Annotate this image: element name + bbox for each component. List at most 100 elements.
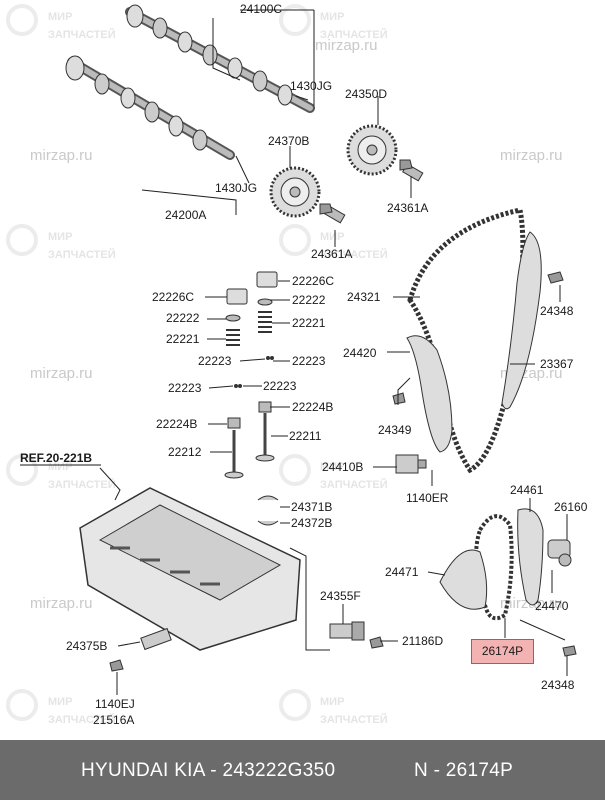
label-23367: 23367 [540, 357, 574, 371]
svg-text:ЗАПЧАСТЕЙ: ЗАПЧАСТЕЙ [48, 28, 116, 41]
label-24355F: 24355F [320, 589, 361, 603]
watermark-logo-6: МИР ЗАПЧАСТЕЙ [279, 454, 388, 491]
bolt-24361A-lower [319, 203, 346, 224]
label-24361A-a: 24361A [387, 201, 428, 215]
label-1430JG-a: 1430JG [290, 79, 332, 93]
cylinder-head [79, 487, 301, 651]
watermark-logo-8: МИР ЗАПЧАСТЕЙ [279, 689, 388, 726]
footer-brand-part-number: HYUNDAI KIA - 243222G350 [81, 760, 336, 781]
svg-text:ЗАПЧАСТЕЙ: ЗАПЧАСТЕЙ [320, 713, 388, 726]
footer-bar: HYUNDAI KIA - 243222G350 N - 26174P [0, 740, 605, 800]
label-1430JG-b: 1430JG [215, 181, 257, 195]
svg-text:ЗАПЧАСТЕЙ: ЗАПЧАСТЕЙ [48, 478, 116, 491]
tappet-left [226, 288, 248, 305]
label-24471: 24471 [385, 565, 419, 579]
label-22222-a: 22222 [166, 311, 200, 325]
svg-text:ЗАПЧАСТЕЙ: ЗАПЧАСТЕЙ [320, 478, 388, 491]
label-22226C-a: 22226C [152, 290, 194, 304]
label-24370B: 24370B [268, 134, 309, 148]
svg-text:МИР: МИР [48, 11, 72, 23]
svg-text:МИР: МИР [48, 696, 72, 708]
sensor-24375B [140, 627, 172, 651]
watermark-url-1: mirzap.ru [315, 37, 378, 54]
watermark-logo-7: МИР ЗАПЧАСТЕЙ [6, 689, 116, 726]
retainer-left [225, 314, 241, 322]
watermark-url-3: mirzap.ru [500, 147, 563, 164]
watermark-logo-2: МИР ЗАПЧАСТЕЙ [279, 4, 388, 41]
part-labels: 24100C 1430JG 24350D 24370B 1430JG 24361… [20, 2, 588, 727]
label-24348-a: 24348 [540, 304, 574, 318]
watermark-group: МИР ЗАПЧАСТЕЙ МИР ЗАПЧАСТЕЙ МИР ЗАПЧАСТЕ… [6, 4, 563, 726]
footer-item-number: N - 26174P [414, 760, 514, 781]
svg-text:МИР: МИР [48, 461, 72, 473]
watermark-logo-5: МИР ЗАПЧАСТЕЙ [6, 454, 116, 491]
sprocket-24370B [269, 166, 321, 218]
label-24349: 24349 [378, 423, 412, 437]
label-26160: 26160 [554, 500, 588, 514]
label-21186D: 21186D [402, 634, 443, 648]
parts-diagram: МИР ЗАПЧАСТЕЙ МИР ЗАПЧАСТЕЙ МИР ЗАПЧАСТЕ… [6, 2, 588, 727]
svg-text:ЗАПЧАСТЕЙ: ЗАПЧАСТЕЙ [320, 248, 388, 261]
camshaft-intake [65, 55, 235, 160]
svg-text:МИР: МИР [320, 231, 344, 243]
label-24361A-b: 24361A [311, 247, 352, 261]
watermark-url-6: mirzap.ru [30, 595, 93, 612]
label-24100C: 24100C [240, 2, 282, 16]
label-22212: 22212 [168, 445, 202, 459]
camshaft-exhaust [125, 4, 315, 113]
bearing-lower [257, 520, 279, 526]
bolt-21186D [369, 636, 384, 649]
guide-24461 [517, 508, 544, 606]
watermark-logo-1: МИР ЗАПЧАСТЕЙ [6, 4, 116, 41]
label-24461: 24461 [510, 483, 544, 497]
highlighted-part-26174P[interactable]: 26174P [471, 639, 534, 664]
label-22224B-b: 22224B [292, 400, 333, 414]
bolt-24348-lower [562, 645, 577, 657]
reference-label: REF.20-221B [20, 451, 92, 465]
highlighted-part-label: 26174P [481, 644, 524, 658]
label-24200A: 24200A [165, 208, 206, 222]
watermark-url-2: mirzap.ru [30, 147, 93, 164]
tensioner-24410B [395, 454, 427, 474]
svg-text:ЗАПЧАСТЕЙ: ЗАПЧАСТЕЙ [48, 248, 116, 261]
tensioner-26160 [547, 539, 572, 567]
label-24321: 24321 [347, 290, 381, 304]
label-22223-b: 22223 [292, 354, 326, 368]
guide-24471 [439, 549, 488, 610]
seal-right [258, 401, 272, 413]
label-21516A: 21516A [93, 713, 134, 727]
label-1140ER: 1140ER [406, 491, 449, 505]
spring-right [258, 311, 272, 333]
bolt-24348-upper [547, 271, 564, 284]
bolt-24349 [392, 392, 406, 405]
svg-text:ЗАПЧАСТЕЙ: ЗАПЧАСТЕЙ [48, 713, 116, 726]
tappet-right [256, 271, 278, 288]
label-22221-b: 22221 [292, 316, 326, 330]
retainer-right [257, 298, 273, 306]
sprocket-24350D [346, 124, 398, 176]
watermark-logo-3: МИР ЗАПЧАСТЕЙ [6, 224, 116, 261]
valve-train-parts [224, 271, 279, 526]
svg-text:МИР: МИР [320, 461, 344, 473]
diagram-canvas: МИР ЗАПЧАСТЕЙ МИР ЗАПЧАСТЕЙ МИР ЗАПЧАСТЕ… [6, 2, 588, 727]
seal-left [227, 417, 241, 429]
label-24372B: 24372B [291, 516, 332, 530]
label-24375B: 24375B [66, 639, 107, 653]
label-22222-b: 22222 [292, 293, 326, 307]
spring-left [226, 329, 240, 346]
valve-right [255, 454, 275, 462]
label-22223-c: 22223 [168, 381, 202, 395]
label-24350D: 24350D [345, 87, 387, 101]
watermark-logo-4: МИР ЗАПЧАСТЕЙ [279, 224, 388, 261]
label-24348-b: 24348 [541, 678, 575, 692]
label-22224B-a: 22224B [156, 417, 197, 431]
tensioner-arm-24420 [406, 335, 453, 453]
label-22226C-b: 22226C [292, 274, 334, 288]
label-1140EJ: 1140EJ [95, 697, 135, 711]
svg-text:МИР: МИР [320, 11, 344, 23]
sensor-24355F [329, 621, 365, 641]
label-24470: 24470 [535, 599, 569, 613]
label-22223-a: 22223 [198, 354, 232, 368]
label-22211: 22211 [289, 429, 322, 443]
label-24371B: 24371B [291, 500, 332, 514]
